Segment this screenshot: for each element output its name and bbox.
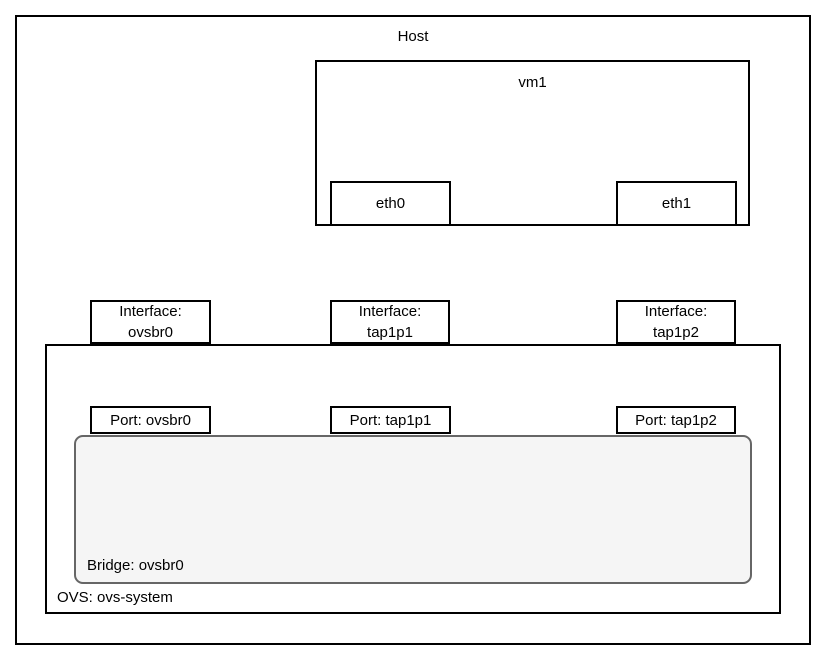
eth0-nic-box: eth0	[330, 181, 451, 226]
eth1-nic-box: eth1	[616, 181, 737, 226]
port-ovsbr0-box: Port: ovsbr0	[90, 406, 211, 434]
vm1-label: vm1	[518, 74, 547, 91]
port-tap1p2-box: Port: tap1p2	[616, 406, 736, 434]
interface-tap1p1-name: tap1p1	[367, 324, 413, 341]
bridge-ovsbr0-box: Bridge: ovsbr0	[74, 435, 752, 584]
port-tap1p1-box: Port: tap1p1	[330, 406, 451, 434]
interface-tap1p2-title: Interface:	[644, 303, 708, 320]
interface-tap1p1-title: Interface:	[358, 303, 422, 320]
bridge-ovsbr0-label: Bridge: ovsbr0	[87, 557, 184, 574]
interface-tap1p1-box: Interface: tap1p1	[330, 300, 450, 344]
interface-tap1p2-box: Interface: tap1p2	[616, 300, 736, 344]
interface-ovsbr0-box: Interface: ovsbr0	[90, 300, 211, 344]
interface-tap1p2-name: tap1p2	[653, 324, 699, 341]
host-label: Host	[397, 28, 429, 45]
interface-ovsbr0-name: ovsbr0	[127, 324, 174, 341]
ovs-system-label: OVS: ovs-system	[57, 589, 173, 606]
interface-ovsbr0-title: Interface:	[119, 303, 182, 320]
